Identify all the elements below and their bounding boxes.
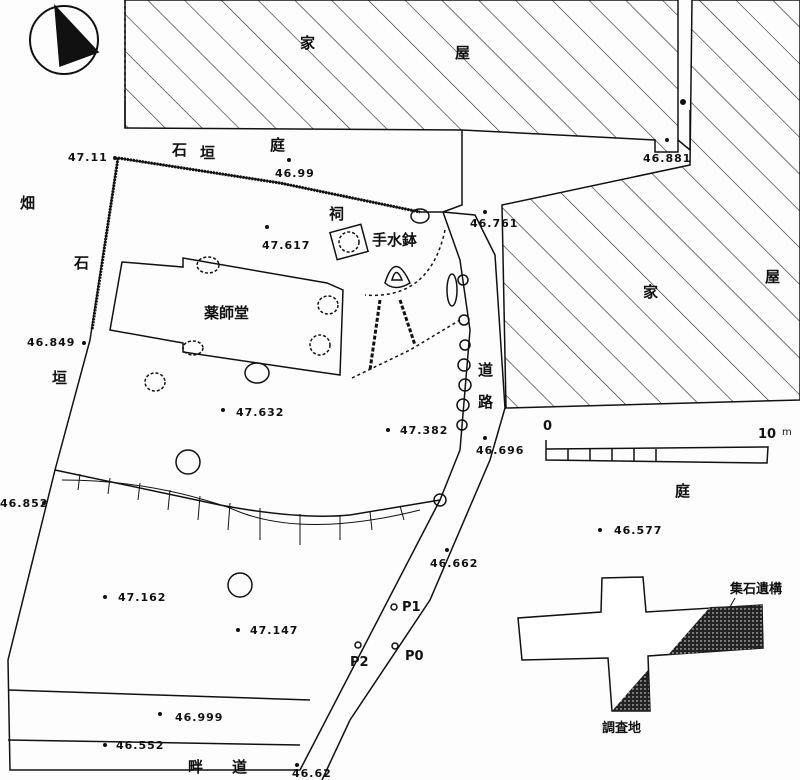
elevation-label: 46.577 (614, 524, 663, 537)
stone-wall-label: 石 (74, 254, 90, 272)
ridge-path-label: 畔 (188, 758, 204, 776)
elevation-label: 46.662 (430, 557, 479, 570)
point-label: P2 (350, 655, 369, 670)
stone-row (433, 273, 472, 507)
yakushido-hall (109, 257, 344, 376)
stone-wall-garden-label: 庭 (270, 136, 286, 154)
elevation-label: 46.849 (27, 336, 76, 349)
scale-bar (545, 440, 769, 464)
stone-feature-label: 集石遺構 (730, 582, 783, 597)
north-arrow-icon (29, 3, 100, 75)
elevation-label: 47.147 (250, 624, 299, 637)
elevation-label: 46.552 (116, 739, 165, 752)
elevation-label: 47.382 (400, 424, 449, 437)
ridge-path-label: 道 (232, 758, 248, 776)
house-label: 屋 (765, 268, 781, 286)
elevation-label: 46.99 (275, 167, 315, 180)
slope (54, 469, 441, 517)
scale-unit: m (782, 427, 792, 438)
elevation-label: 46.761 (470, 217, 519, 230)
scale-start: 0 (543, 419, 553, 434)
elevation-label: 46.62 (292, 767, 332, 780)
elevation-label: 46.881 (643, 152, 692, 165)
elevation-label: 47.632 (236, 406, 285, 419)
elevation-label: 46.999 (175, 711, 224, 724)
water-basin-label: 手水鉢 (372, 231, 418, 249)
house-top (124, 0, 679, 153)
stone-wall-garden-label: 石 (172, 141, 188, 159)
elevation-label: 46.696 (476, 444, 525, 457)
shrine-label: 祠 (329, 205, 345, 223)
point-label: P0 (405, 649, 424, 664)
hall-label: 薬師堂 (204, 304, 250, 322)
inset-survey-area (517, 576, 764, 712)
stone-wall-garden-label: 垣 (200, 144, 216, 162)
survey-area-label: 調査地 (602, 721, 642, 736)
stone-wall-label: 垣 (52, 369, 68, 387)
road-label: 路 (478, 393, 494, 411)
elevation-label: 46.852 (0, 497, 49, 510)
point-label: P1 (402, 600, 421, 615)
field-label: 畑 (20, 194, 36, 212)
elevation-label: 47.11 (68, 151, 108, 164)
elevation-label: 47.162 (118, 591, 167, 604)
scale-end: 10 (758, 427, 777, 442)
house-right (501, 0, 800, 409)
road-label: 道 (478, 361, 494, 379)
house-label: 屋 (455, 44, 471, 62)
house-label: 家 (300, 34, 316, 52)
elevation-label: 47.617 (262, 239, 311, 252)
house-label: 家 (643, 283, 659, 301)
garden-label: 庭 (675, 482, 691, 500)
site-boundary (7, 157, 471, 771)
